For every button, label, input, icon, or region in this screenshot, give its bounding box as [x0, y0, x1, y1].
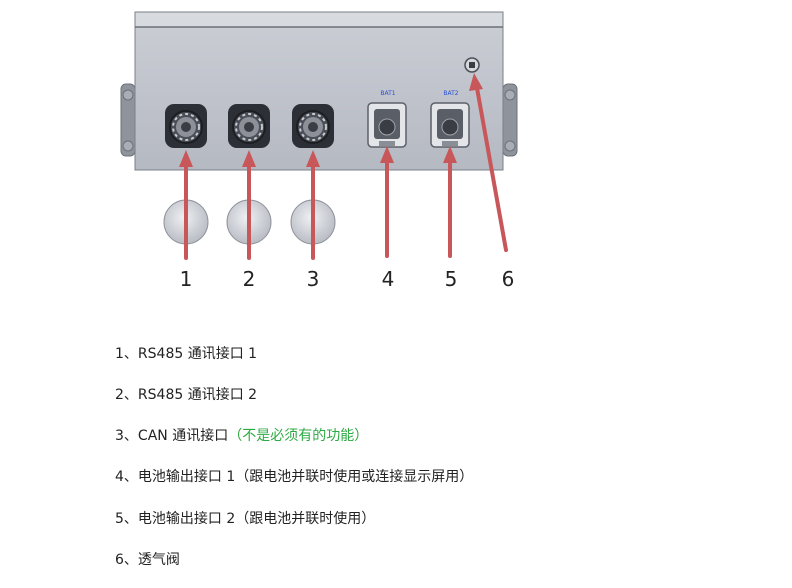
can-connector	[292, 104, 334, 148]
legend-item-1: 1、RS485 通讯接口 1	[115, 343, 257, 363]
battery-connector-1	[367, 102, 407, 148]
legend-item-text: RS485 通讯接口 2	[137, 387, 258, 403]
rs485-connector-1	[165, 104, 207, 148]
legend-item-text: 透气阀	[137, 552, 180, 568]
device-diagram: BAT1 BAT2	[120, 11, 518, 260]
rs485-connector-2	[228, 104, 270, 148]
legend-item-prefix: 5、	[115, 511, 138, 527]
legend-item-6: 6、透气阀	[115, 549, 180, 569]
callout-number-2: 2	[242, 267, 256, 291]
legend-item-text: 电池输出接口 1（跟电池并联时使用或连接显示屏用）	[137, 469, 474, 485]
legend-item-prefix: 1、	[115, 346, 138, 362]
callout-number-5: 5	[444, 267, 458, 291]
legend-item-5: 5、电池输出接口 2（跟电池并联时使用）	[115, 508, 375, 528]
legend-item-4: 4、电池输出接口 1（跟电池并联时使用或连接显示屏用）	[115, 466, 473, 486]
callout-number-3: 3	[306, 267, 320, 291]
callout-number-1: 1	[179, 267, 193, 291]
callout-arrows	[179, 73, 508, 260]
legend-item-prefix: 4、	[115, 469, 138, 485]
bat1-label: BAT1	[380, 90, 395, 97]
vent-valve	[464, 57, 480, 73]
legend-item-text: CAN 通讯接口	[137, 428, 229, 444]
legend-item-text: RS485 通讯接口 1	[137, 346, 258, 362]
legend-item-2: 2、RS485 通讯接口 2	[115, 384, 257, 404]
legend-item-3: 3、CAN 通讯接口（不是必须有的功能）	[115, 425, 368, 445]
legend-item-prefix: 6、	[115, 552, 138, 568]
legend-item-prefix: 2、	[115, 387, 138, 403]
left-bracket	[120, 83, 136, 157]
callout-number-4: 4	[381, 267, 395, 291]
bat2-label: BAT2	[443, 90, 458, 97]
legend-item-note: （不是必须有的功能）	[228, 428, 369, 444]
right-bracket	[502, 83, 518, 157]
callout-number-6: 6	[501, 267, 515, 291]
legend-item-text: 电池输出接口 2（跟电池并联时使用）	[137, 511, 376, 527]
battery-connector-2	[430, 102, 470, 148]
legend-item-prefix: 3、	[115, 428, 138, 444]
